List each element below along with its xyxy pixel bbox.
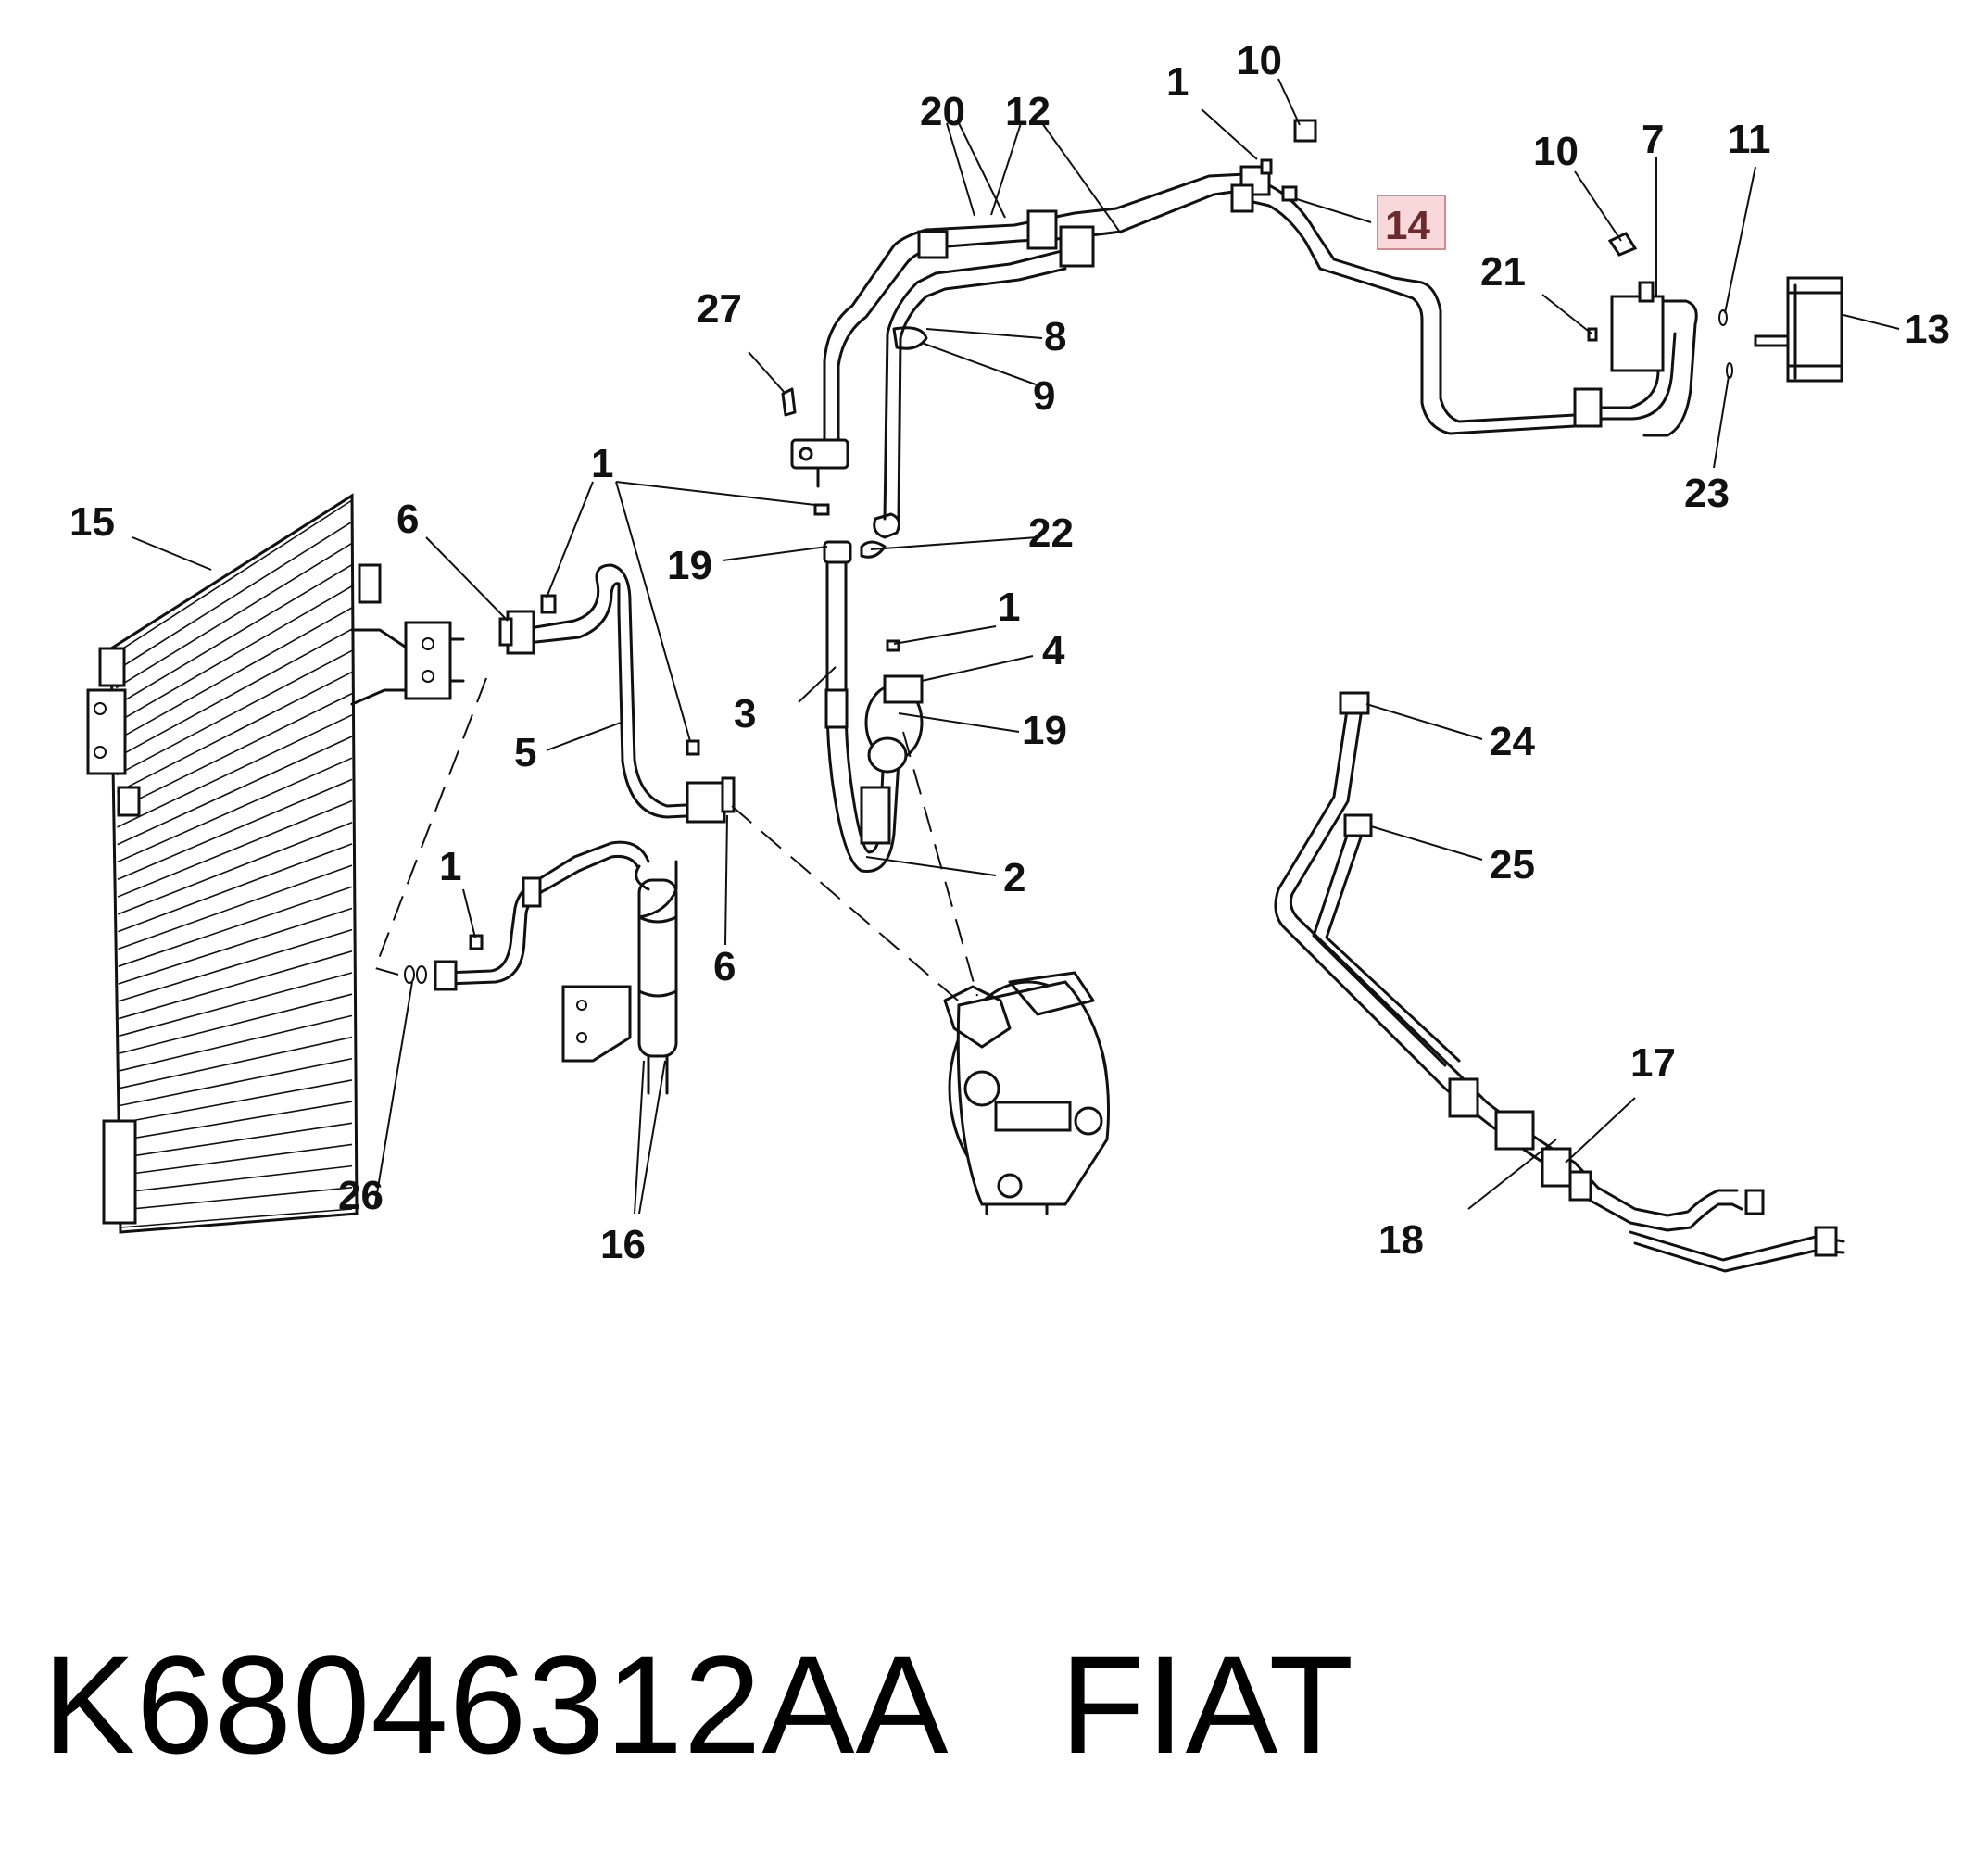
condenser-fin [120,1164,353,1194]
condenser-fitting-block [404,621,465,700]
assembly-dashes [373,677,978,1006]
condenser-fin [117,692,353,811]
highlight-box [1377,195,1446,250]
condenser-fin [115,521,353,672]
callout-21: 21 [1480,249,1526,295]
callout-11: 11 [1728,117,1771,162]
callout-7: 7 [1642,117,1664,162]
condenser-fin [120,1208,353,1228]
callout-10-right: 10 [1533,129,1579,174]
brand-name: FIAT [1060,1627,1355,1782]
condenser-fin [116,671,353,794]
callout-6-bottom: 6 [713,944,736,989]
callout-1-top: 1 [1166,59,1189,105]
callout-1-mid: 1 [591,441,613,486]
callout-22: 22 [1028,510,1074,556]
callout-10-top: 10 [1237,38,1282,83]
callout-5: 5 [514,730,536,775]
condenser-fin [115,542,353,689]
callout-17: 17 [1630,1040,1676,1086]
condenser-fin [120,1101,353,1141]
callout-1-right: 1 [998,585,1020,630]
rear-ac-lines-17-18 [1274,691,1845,1273]
condenser-fin [117,799,353,898]
suction-discharge-lines-12-14-20 [790,119,1698,539]
condenser-fin [117,736,353,846]
condenser-fin [116,607,353,741]
condenser-fin [119,972,353,1038]
condenser-fin [116,563,353,707]
discharge-hose-5 [498,563,736,824]
callout-27: 27 [697,286,742,332]
callout-25: 25 [1490,842,1535,887]
condenser-fin [117,757,353,863]
callout-16: 16 [600,1222,646,1267]
o-rings-11-23 [1718,309,1733,379]
callout-12: 12 [1005,89,1051,134]
callout-13: 13 [1905,307,1950,352]
condenser-fin [120,1122,353,1159]
leader-lines [132,78,1900,1215]
condenser-fin [119,1036,353,1089]
condenser-fin [116,649,353,776]
condenser-fin [118,864,353,950]
callout-1-lower: 1 [439,844,461,889]
condenser [86,493,409,1234]
condenser-fin [115,499,353,654]
condenser-fin [116,585,353,724]
condenser-fin [119,1079,353,1125]
callouts: 1 10 20 12 14 10 7 11 13 21 23 27 8 9 15… [69,38,1950,1267]
part-number: K68046312AA [43,1627,942,1782]
callout-24: 24 [1490,719,1535,764]
callout-3: 3 [734,691,756,736]
compressor [943,971,1111,1215]
callout-19-bottom: 19 [1022,708,1067,753]
small-hardware [781,387,887,559]
condenser-fin [118,843,353,933]
expansion-valve-13 [1754,276,1843,383]
receiver-drier-16 [561,860,678,1095]
callout-18: 18 [1378,1217,1424,1263]
condenser-fin [118,950,353,1020]
condenser-fin [120,1143,353,1177]
condenser-fin [117,778,353,880]
condenser-fin [118,907,353,985]
callout-26: 26 [338,1173,384,1218]
callout-14: 14 [1385,203,1430,248]
callout-23: 23 [1684,471,1730,516]
condenser-fin [117,714,353,828]
callout-9: 9 [1033,373,1055,419]
callout-6-left: 6 [396,497,419,542]
callout-15: 15 [69,499,115,545]
part-number-caption: K68046312AA FIAT [43,1635,1354,1774]
callout-8: 8 [1044,314,1066,359]
callout-2: 2 [1003,855,1025,900]
condenser-fin [118,928,353,1002]
callout-19-top: 19 [667,543,712,588]
condenser-fin [117,821,353,915]
callout-20: 20 [920,89,965,134]
condenser-fin [120,1187,353,1212]
condenser-fin [118,886,353,967]
suction-hose-2-3 [823,540,924,873]
condenser-fin [119,1014,353,1072]
condenser-fin [119,993,353,1054]
callout-4: 4 [1042,628,1065,673]
condenser-fin [116,628,353,759]
liquid-line [404,840,650,991]
condenser-fin [119,1057,353,1107]
